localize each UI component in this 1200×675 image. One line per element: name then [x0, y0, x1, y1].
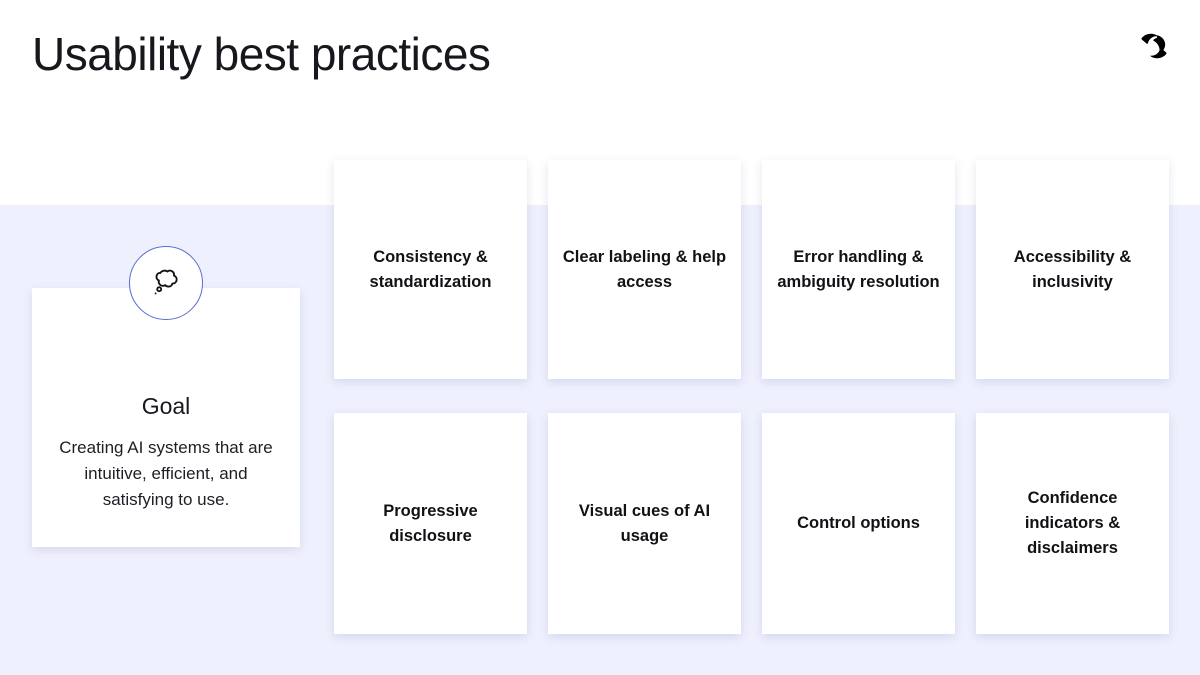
practice-card-label: Progressive disclosure — [383, 501, 478, 545]
practices-grid: Consistency & standardization Clear labe… — [334, 160, 1169, 634]
practice-card[interactable]: Visual cues of AI usage — [548, 413, 741, 634]
practice-card[interactable]: Error handling & ambiguity resolution — [762, 160, 955, 379]
practice-card-label: Visual cues of AI usage — [578, 501, 711, 545]
brand-r-logo-icon — [1134, 26, 1174, 66]
goal-heading: Goal — [141, 393, 191, 419]
practice-card-label: Accessibility & inclusivity — [1013, 247, 1132, 291]
practice-card-label: Control options — [797, 514, 920, 532]
practice-card[interactable]: Confidence indicators & disclaimers — [976, 413, 1169, 634]
practice-card[interactable]: Control options — [762, 413, 955, 634]
goal-description: Creating AI systems that are intuitive, … — [59, 438, 273, 509]
thought-bubble-icon — [129, 246, 203, 320]
practice-card-label: Clear labeling & help access — [562, 247, 727, 291]
practice-card[interactable]: Clear labeling & help access — [548, 160, 741, 379]
goal-card: Goal Creating AI systems that are intuit… — [32, 288, 300, 547]
practice-card-label: Confidence indicators & disclaimers — [1024, 489, 1121, 557]
page-title: Usability best practices — [32, 28, 491, 80]
practice-card-label: Error handling & ambiguity resolution — [777, 247, 940, 291]
practice-card[interactable]: Progressive disclosure — [334, 413, 527, 634]
practice-card-label: Consistency & standardization — [369, 247, 492, 291]
practice-card[interactable]: Accessibility & inclusivity — [976, 160, 1169, 379]
goal-panel: Goal Creating AI systems that are intuit… — [32, 246, 300, 547]
practice-card[interactable]: Consistency & standardization — [334, 160, 527, 379]
